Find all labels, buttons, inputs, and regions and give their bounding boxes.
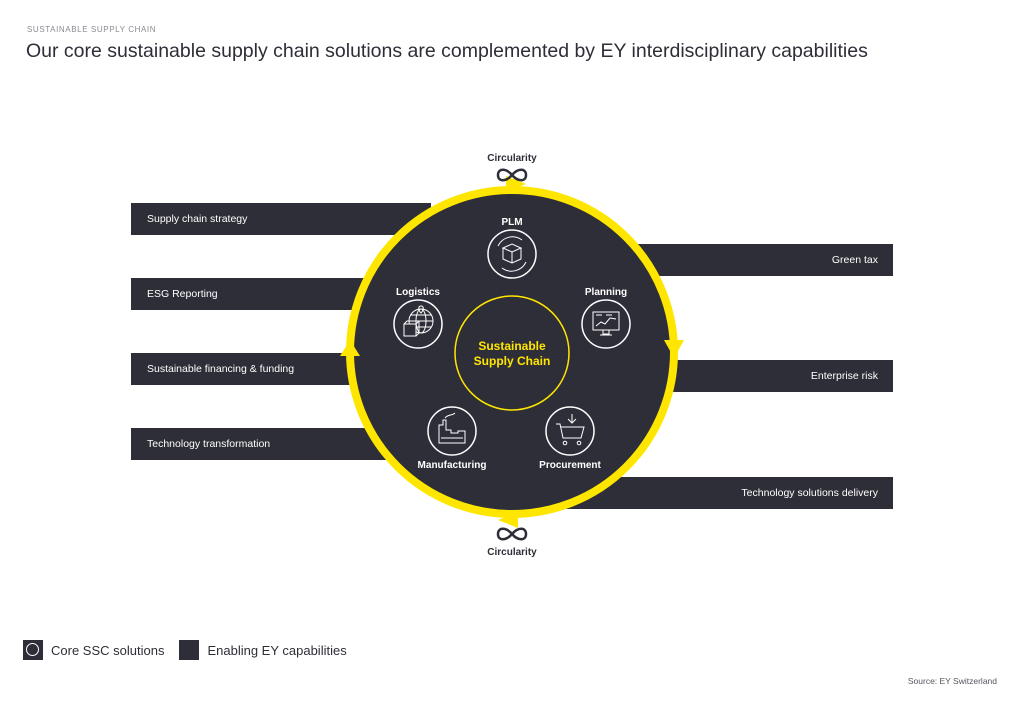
infinity-icon	[496, 168, 528, 182]
capability-bar-sustainable-financing: Sustainable financing & funding	[131, 353, 381, 385]
ring-arrow-right	[664, 340, 684, 358]
source-note: Source: EY Switzerland	[907, 676, 997, 686]
core-solution-plm: PLM	[487, 217, 537, 279]
package-cycle-icon	[497, 236, 527, 272]
legend-item-core: Core SSC solutions	[23, 640, 164, 660]
capability-label: Supply chain strategy	[147, 213, 248, 225]
center-label-line2: Supply Chain	[474, 354, 551, 368]
core-solution-procurement: Procurement	[539, 406, 602, 471]
ring-arrow-bottom	[498, 512, 518, 528]
circularity-label-top: Circularity	[487, 153, 537, 164]
ring-arrow-left	[340, 340, 360, 356]
monitor-chart-icon	[592, 311, 620, 336]
legend-label-core: Core SSC solutions	[51, 642, 165, 658]
core-solution-label: Logistics	[396, 287, 440, 298]
center-label-line1: Sustainable	[478, 339, 546, 353]
legend-item-enabling: Enabling EY capabilities	[179, 640, 347, 660]
core-solution-label: Procurement	[539, 460, 601, 471]
core-solution-label: Manufacturing	[418, 460, 487, 471]
core-disc	[353, 193, 671, 511]
core-solution-logistics: Logistics	[393, 287, 443, 349]
core-solution-label: PLM	[501, 217, 522, 228]
center-circle	[454, 295, 570, 411]
shopping-cart-icon	[556, 414, 585, 446]
circularity-label-bottom: Circularity	[487, 547, 537, 558]
capability-bar-supply-chain-strategy: Supply chain strategy	[131, 203, 431, 235]
capability-label: Enterprise risk	[810, 370, 878, 382]
factory-icon	[438, 412, 466, 444]
core-solution-manufacturing: Manufacturing	[418, 406, 487, 471]
capability-label: ESG Reporting	[147, 288, 218, 300]
legend: Core SSC solutions Enabling EY capabilit…	[23, 640, 362, 660]
legend-swatch-enabling	[179, 640, 200, 660]
capability-bar-esg-reporting: ESG Reporting	[131, 278, 381, 310]
capability-bar-technology-transformation: Technology transformation	[131, 428, 401, 460]
capability-label: Technology transformation	[147, 438, 271, 450]
capability-label: Green tax	[831, 254, 878, 266]
ring-arrow-top	[506, 176, 526, 192]
globe-box-icon	[403, 305, 434, 337]
legend-swatch-core	[23, 640, 43, 660]
page-title: Our core sustainable supply chain soluti…	[26, 40, 868, 62]
infinity-icon	[496, 527, 528, 541]
legend-label-enabling: Enabling EY capabilities	[207, 642, 347, 658]
core-solution-planning: Planning	[581, 287, 631, 349]
capability-bar-enterprise-risk: Enterprise risk	[643, 360, 893, 392]
core-solution-label: Planning	[585, 287, 627, 298]
capability-label: Sustainable financing & funding	[147, 363, 295, 375]
eyebrow-label: SUSTAINABLE SUPPLY CHAIN	[27, 25, 157, 34]
capability-label: Technology solutions delivery	[741, 487, 878, 499]
